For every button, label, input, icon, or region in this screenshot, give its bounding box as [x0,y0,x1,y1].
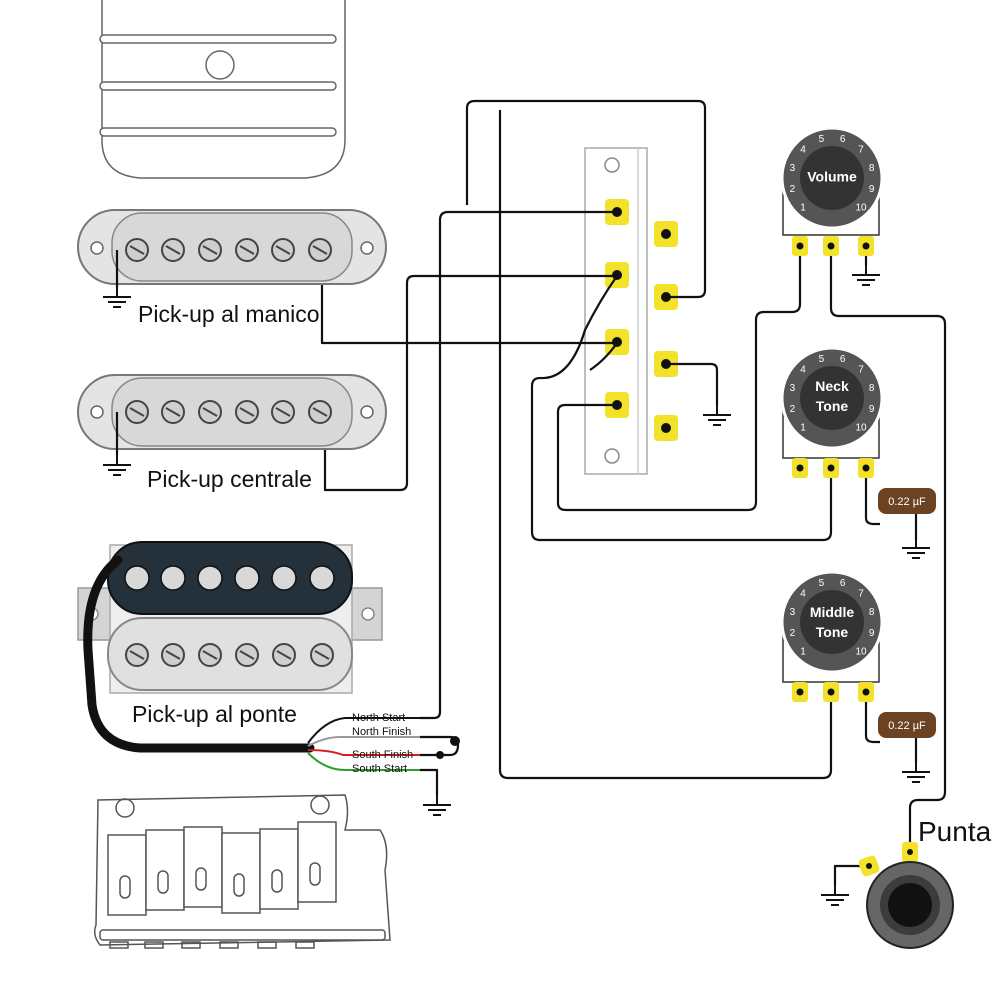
north-start-wire [307,717,420,744]
middle-tone-knob-label-2: Tone [816,624,849,640]
knob-scale-number: 6 [840,354,846,365]
knob-scale-number: 8 [869,607,875,618]
switch-ground-icon [702,404,732,426]
neck-tone-capacitor-label: 0.22 µF [888,496,926,508]
neck-tone-knob-label-1: Neck [815,378,849,394]
neck-plate [99,0,346,179]
humbucker-cable [83,555,315,753]
knob-scale-number: 1 [800,647,806,658]
neck-pickup-ground-icon [102,286,132,308]
jack-ground-icon [820,884,850,906]
tremolo-bridge [93,794,391,949]
middle-tone-knob-label-1: Middle [810,604,855,620]
knob-scale-number: 2 [790,184,796,195]
neck-pickup [77,209,387,285]
knob-scale-number: 5 [819,134,825,145]
knob-scale-number: 4 [800,365,806,376]
neck-pickup-label: Pick-up al manico [138,301,320,327]
volume-pot [780,126,884,236]
south-finish-wire [307,749,420,756]
knob-scale-number: 8 [869,163,875,174]
bridge-pickup-label: Pick-up al ponte [132,701,297,727]
middle-tone-cap-ground-icon [901,761,931,783]
jack-tip-label: Punta [918,816,992,847]
north-finish-label: North Finish [352,726,411,738]
switch-lug-5 [654,221,678,247]
knob-scale-number: 6 [840,134,846,145]
volume-ground-icon [851,264,881,286]
output-jack [858,842,954,949]
wires [115,99,947,885]
knob-scale-number: 7 [858,589,864,600]
bridge-humbucker [77,541,383,694]
volume-knob-label: Volume [807,169,857,185]
knob-scale-number: 9 [869,184,875,195]
knob-scale-number: 6 [840,578,846,589]
middle-tone-capacitor [878,712,936,738]
humbucker-ground-icon [422,794,452,816]
knob-scale-number: 1 [800,423,806,434]
knob-scale-number: 4 [800,145,806,156]
knob-scale-number: 10 [855,203,867,214]
knob-scale-number: 1 [800,203,806,214]
middle-tone-capacitor-label: 0.22 µF [888,720,926,732]
middle-pickup-label: Pick-up centrale [147,466,312,492]
knob-scale-number: 2 [790,628,796,639]
middle-pickup-ground-icon [102,454,132,476]
knob-scale-number: 10 [855,647,867,658]
knob-scale-number: 8 [869,383,875,394]
neck-tone-cap-ground-icon [901,537,931,559]
knob-scale-number: 2 [790,404,796,415]
knob-scale-number: 3 [790,163,796,174]
knob-scale-number: 5 [819,354,825,365]
switch-lug-8 [654,415,678,441]
north-finish-wire [307,736,420,747]
knob-scale-number: 9 [869,628,875,639]
middle-tone-pot [780,570,884,683]
south-start-label: South Start [352,763,407,775]
knob-scale-number: 7 [858,365,864,376]
middle-pickup [77,374,387,450]
south-start-wire [307,752,420,771]
neck-tone-knob-label-2: Tone [816,398,849,414]
knob-scale-number: 7 [858,145,864,156]
south-finish-label: South Finish [352,749,413,761]
knob-scale-number: 9 [869,404,875,415]
knob-scale-number: 3 [790,383,796,394]
knob-scale-number: 5 [819,578,825,589]
knob-scale-number: 3 [790,607,796,618]
north-start-label: North Start [352,712,405,724]
knob-scale-number: 4 [800,589,806,600]
neck-tone-capacitor [878,488,936,514]
knob-scale-number: 10 [855,423,867,434]
